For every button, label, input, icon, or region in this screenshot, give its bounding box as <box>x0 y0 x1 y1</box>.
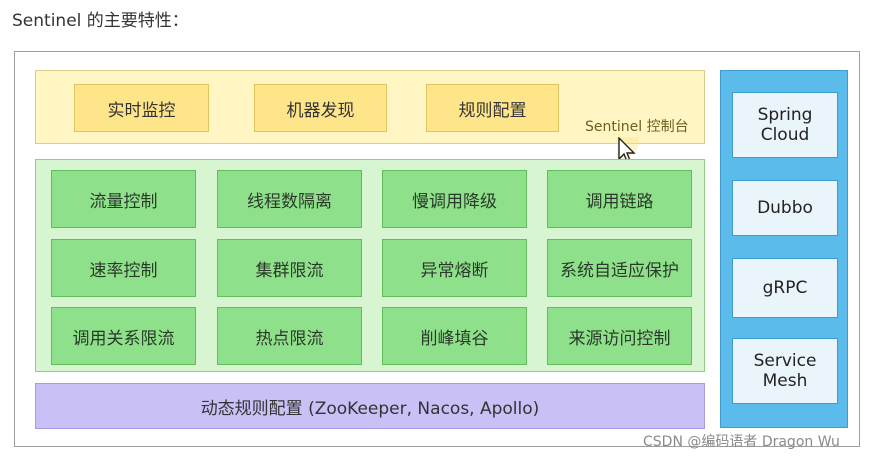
integration-grpc: gRPC <box>732 258 838 318</box>
integration-dubbo: Dubbo <box>732 180 838 236</box>
feature-hotspot-limiting: 热点限流 <box>217 307 362 365</box>
feature-peak-shaving: 削峰填谷 <box>382 307 527 365</box>
feature-call-chain: 调用链路 <box>547 170 692 228</box>
feature-thread-isolation: 线程数隔离 <box>217 170 362 228</box>
dynamic-rule-config-bar: 动态规则配置 (ZooKeeper, Nacos, Apollo) <box>35 383 705 429</box>
console-button-discovery: 机器发现 <box>254 84 387 132</box>
feature-origin-access-control: 来源访问控制 <box>547 307 692 365</box>
feature-slow-call-degrade: 慢调用降级 <box>382 170 527 228</box>
page-title: Sentinel 的主要特性： <box>12 11 189 31</box>
feature-flow-control: 流量控制 <box>51 170 196 228</box>
watermark: CSDN @编码语者 Dragon Wu <box>643 434 840 450</box>
feature-cluster-limiting: 集群限流 <box>217 239 362 297</box>
console-label: Sentinel 控制台 <box>585 119 689 135</box>
console-button-monitoring: 实时监控 <box>74 84 209 132</box>
feature-system-adaptive-protection: 系统自适应保护 <box>547 239 692 297</box>
feature-exception-circuit-break: 异常熔断 <box>382 239 527 297</box>
feature-relation-limiting: 调用关系限流 <box>51 307 196 365</box>
integration-service-mesh: Service Mesh <box>732 338 838 404</box>
integration-spring-cloud: Spring Cloud <box>732 92 838 158</box>
feature-rate-control: 速率控制 <box>51 239 196 297</box>
console-button-rules: 规则配置 <box>426 84 559 132</box>
